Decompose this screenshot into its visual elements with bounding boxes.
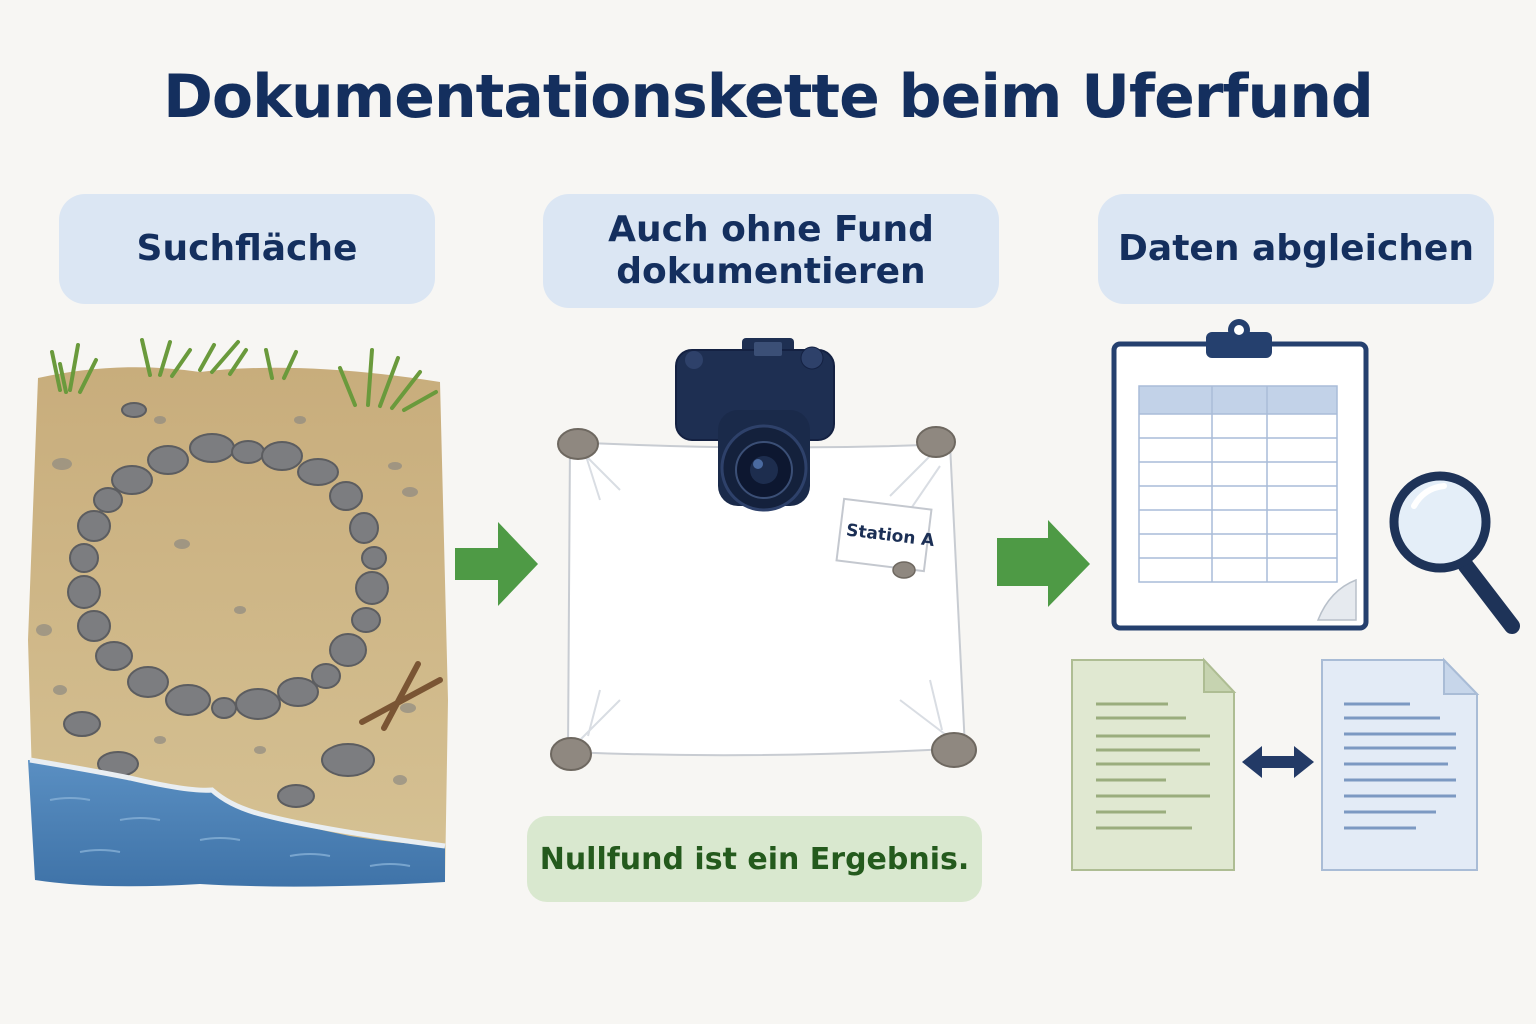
step-label-compare-data: Daten abgleichen bbox=[1098, 194, 1494, 304]
step-3-text: Daten abgleichen bbox=[1118, 228, 1474, 269]
double-arrow-icon bbox=[1242, 746, 1314, 778]
result-note-text: Nullfund ist ein Ergebnis. bbox=[539, 841, 970, 877]
grass-icon bbox=[50, 338, 438, 412]
step-1-text: Suchfläche bbox=[136, 228, 358, 269]
step-2-line-2: dokumentieren bbox=[616, 251, 926, 292]
documentation-tarp: Station A bbox=[550, 338, 977, 771]
camera-icon bbox=[675, 338, 835, 512]
water-area bbox=[28, 760, 445, 887]
step-2-line-1: Auch ohne Fund bbox=[608, 209, 934, 250]
step-label-search-area: Suchfläche bbox=[59, 194, 435, 304]
step-label-document: Auch ohne Fund dokumentieren bbox=[543, 194, 999, 308]
arrow-right-icon bbox=[997, 520, 1090, 607]
magnifier-icon bbox=[1389, 471, 1520, 634]
page-title: Dokumentationskette beim Uferfund bbox=[163, 62, 1374, 132]
document-icon bbox=[1321, 657, 1480, 871]
station-marker: Station A bbox=[835, 497, 936, 579]
document-icon bbox=[1071, 657, 1237, 871]
weight-stone bbox=[931, 732, 977, 768]
shore-search-area-illustration bbox=[28, 338, 448, 887]
result-note: Nullfund ist ein Ergebnis. bbox=[527, 816, 982, 902]
weight-stone bbox=[550, 737, 592, 771]
weight-stone bbox=[916, 426, 956, 458]
arrow-right-icon bbox=[455, 522, 538, 606]
weight-stone bbox=[557, 428, 599, 460]
stone-circle bbox=[63, 402, 389, 808]
clipboard-icon bbox=[1111, 319, 1369, 631]
